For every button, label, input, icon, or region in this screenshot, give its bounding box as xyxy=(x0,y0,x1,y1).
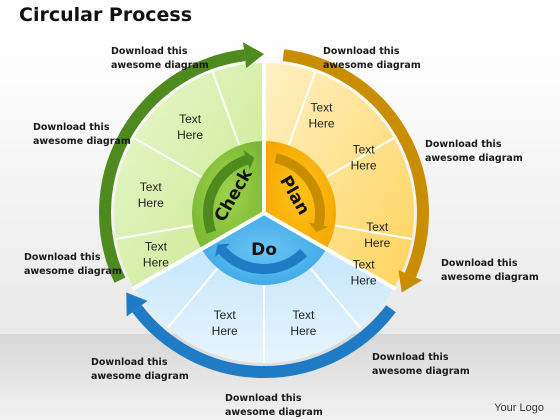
outer-arrow-orange xyxy=(282,49,429,278)
inner-arrow-blue-head xyxy=(214,243,230,258)
center-label-do: Do xyxy=(251,240,277,260)
inner-arrow-green-head xyxy=(243,150,255,170)
page-title: Circular Process xyxy=(19,4,193,26)
segment-divider xyxy=(133,137,203,178)
outer-arrow-blue-head xyxy=(126,292,148,317)
ring-third-green xyxy=(114,63,264,288)
inner-arrow-orange-head xyxy=(308,222,329,233)
segment-divider xyxy=(309,267,362,329)
segment-divider xyxy=(116,224,194,241)
segment-divider xyxy=(166,267,219,329)
outer-arrow-green-head xyxy=(243,42,264,69)
segment-divider xyxy=(325,137,395,178)
center-divider xyxy=(200,211,265,251)
segment-divider xyxy=(287,71,317,146)
outer-arrow-green xyxy=(99,49,246,283)
outer-arrow-blue xyxy=(132,305,396,378)
inner-arrow-blue xyxy=(218,246,308,274)
inner-arrow-orange xyxy=(274,153,325,226)
segment-divider xyxy=(334,224,412,241)
center-divider xyxy=(262,211,328,251)
outer-arrow-orange-head xyxy=(398,270,423,293)
segment-divider xyxy=(211,71,241,146)
inner-arrow-green xyxy=(203,154,249,234)
ring-third-orange xyxy=(264,63,414,288)
logo: Your Logo xyxy=(494,402,544,414)
